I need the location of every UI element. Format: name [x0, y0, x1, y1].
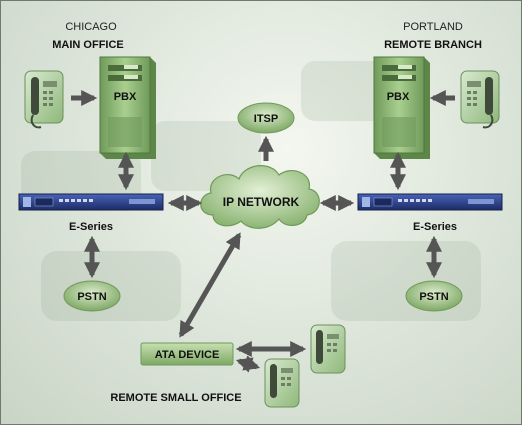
pstn-left-label: PSTN	[77, 291, 106, 303]
phone-icon	[460, 70, 500, 129]
phone-icon	[24, 70, 64, 129]
pbx-server-icon	[99, 56, 156, 159]
ip-network-cloud-icon	[200, 165, 320, 229]
chicago-pbx-label: PBX	[114, 91, 137, 103]
portland-city-label: PORTLAND	[403, 21, 463, 33]
pbx-server-icon	[373, 56, 430, 159]
eseries-appliance-icon	[357, 193, 503, 211]
ip-network-label: IP NETWORK	[223, 195, 300, 209]
ata-device-node	[140, 342, 234, 366]
phone-icon	[264, 358, 300, 408]
eseries-left-label: E-Series	[69, 221, 113, 233]
chicago-office-label: MAIN OFFICE	[52, 39, 124, 51]
pstn-right-label: PSTN	[419, 291, 448, 303]
portland-office-label: REMOTE BRANCH	[384, 39, 482, 51]
phone-icon	[310, 324, 346, 374]
remote-small-office-label: REMOTE SMALL OFFICE	[110, 392, 241, 404]
pstn-left-node	[63, 280, 121, 312]
ata-device-label: ATA DEVICE	[155, 349, 220, 361]
connectors	[71, 89, 455, 373]
eseries-appliance-icon	[18, 193, 164, 211]
chicago-city-label: CHICAGO	[65, 21, 117, 33]
arrow-network-ata	[178, 232, 242, 338]
eseries-right-label: E-Series	[413, 221, 457, 233]
itsp-label: ITSP	[254, 113, 278, 125]
arrow-ata-phone-2	[235, 355, 261, 373]
itsp-node	[237, 102, 295, 134]
pstn-right-node	[405, 280, 463, 312]
portland-pbx-label: PBX	[387, 91, 410, 103]
